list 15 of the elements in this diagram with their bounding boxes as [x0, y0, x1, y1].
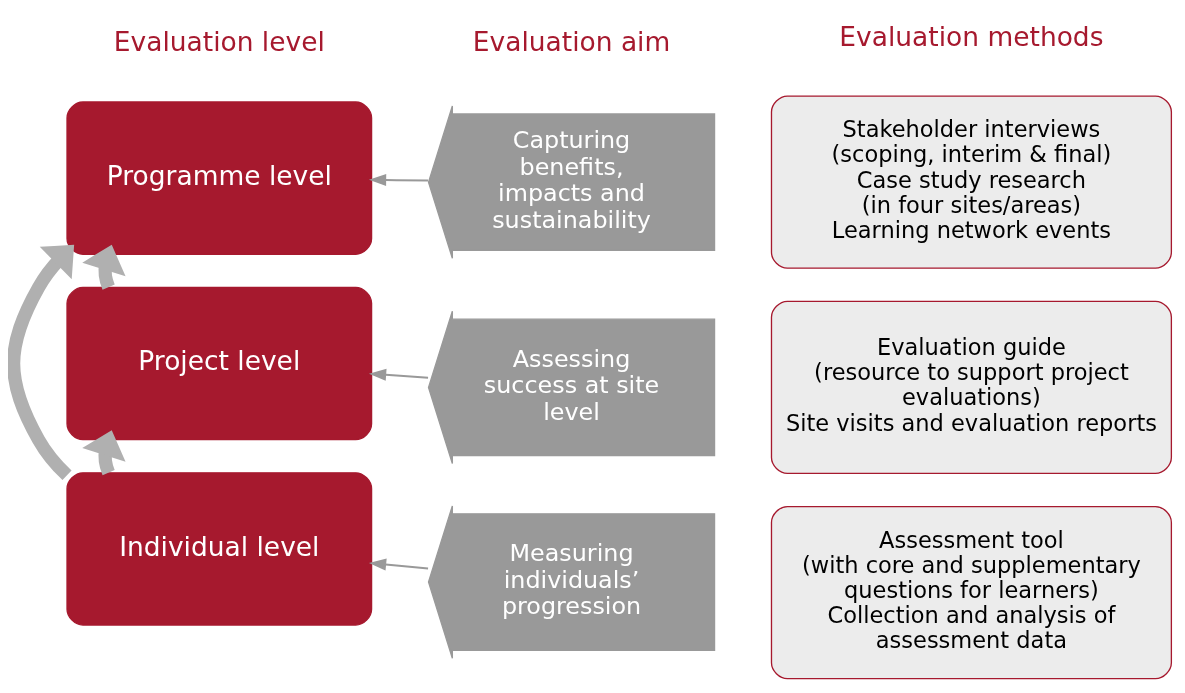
label: Evaluation aim	[472, 25, 671, 57]
node-box: Stakeholder interviews (scoping, interim & final) Case study research (in four sites/areas) Learning network events	[770, 94, 1173, 269]
arrow	[82, 429, 126, 475]
node-box: Project level	[66, 286, 373, 440]
node-box: Evaluation guide (resource to support project evaluations) Site visits and evaluation reports	[770, 300, 1173, 474]
arrow	[368, 368, 430, 381]
node-box: Programme level	[66, 100, 373, 255]
arrow	[368, 558, 430, 571]
label: Evaluation methods	[839, 20, 1104, 52]
arrow	[368, 173, 430, 186]
node-box: Individual level	[66, 471, 373, 626]
arrow	[8, 244, 75, 480]
label: Evaluation level	[113, 25, 325, 57]
node-box: Assessment tool (with core and supplementary questions for learners) Collection and analysis of assessment data	[770, 505, 1173, 679]
arrow	[82, 244, 126, 290]
